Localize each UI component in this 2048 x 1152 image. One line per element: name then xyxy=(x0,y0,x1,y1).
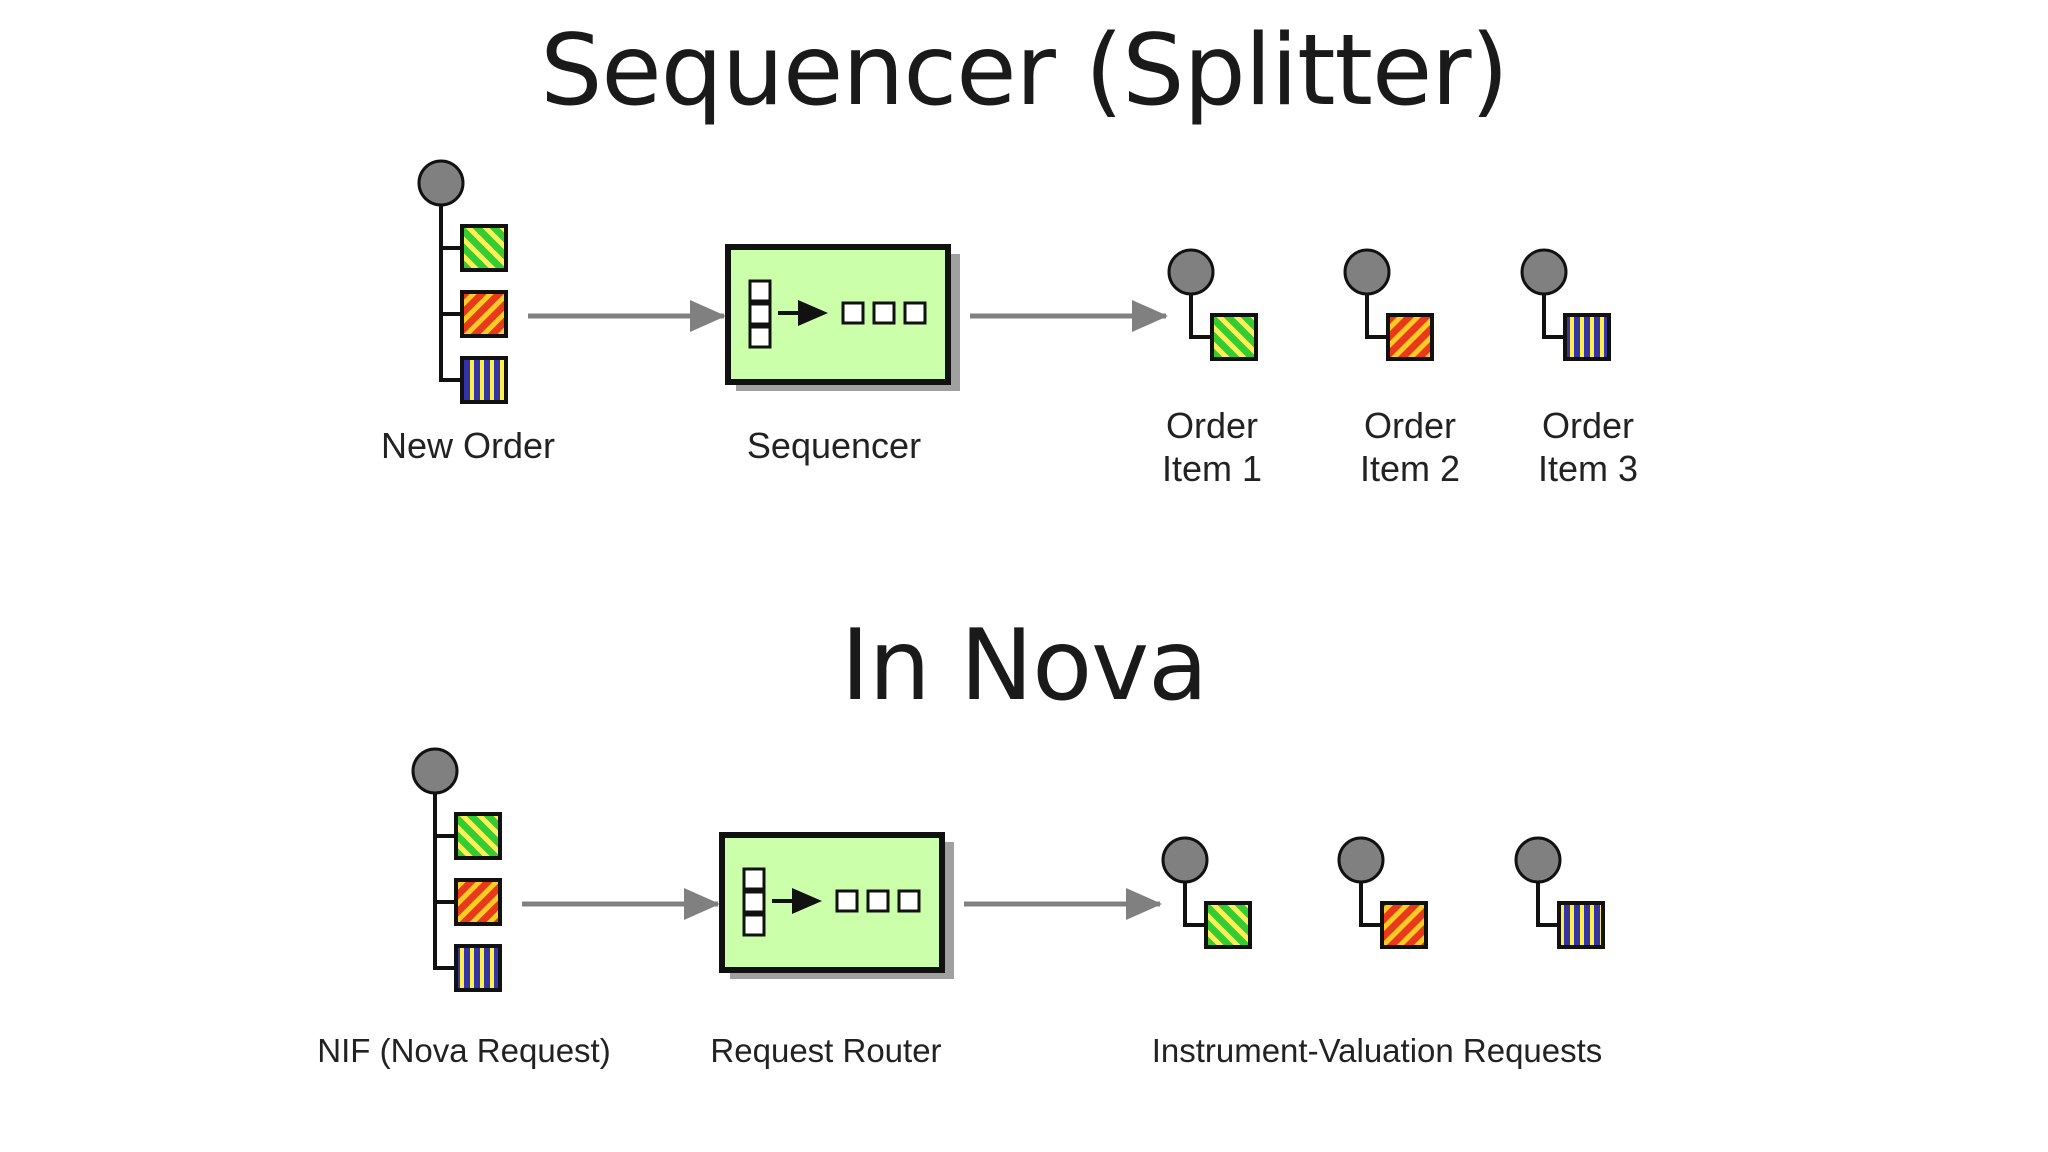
valuation-request-3-icon xyxy=(1514,836,1605,949)
order-item-3-label-line1: Order xyxy=(1542,405,1634,446)
order-item-1-icon xyxy=(1167,248,1258,361)
top-diagram: New Order Sequencer Order Item 1 xyxy=(381,159,1638,489)
bottom-diagram: NIF (Nova Request) Request Router xyxy=(317,747,1605,1069)
request-router-icon xyxy=(719,832,954,979)
order-item-2-label-line1: Order xyxy=(1364,405,1456,446)
request-router-label: Request Router xyxy=(710,1032,941,1069)
valuation-requests-label: Instrument-Valuation Requests xyxy=(1152,1032,1603,1069)
sequencer-icon xyxy=(725,244,960,391)
sequencer-label: Sequencer xyxy=(747,425,921,466)
order-item-1-label-line2: Item 1 xyxy=(1162,448,1262,489)
order-item-1-label-line1: Order xyxy=(1166,405,1258,446)
new-order-icon xyxy=(417,159,508,404)
nif-request-icon xyxy=(411,747,502,992)
order-item-2-label-line2: Item 2 xyxy=(1360,448,1460,489)
order-item-3-icon xyxy=(1520,248,1611,361)
valuation-request-2-icon xyxy=(1337,836,1428,949)
nif-request-label: NIF (Nova Request) xyxy=(317,1032,610,1069)
valuation-request-1-icon xyxy=(1161,836,1252,949)
slide-title: Sequencer (Splitter) xyxy=(540,14,1509,128)
order-item-3-label-line2: Item 3 xyxy=(1538,448,1638,489)
section-title: In Nova xyxy=(840,609,1208,723)
new-order-label: New Order xyxy=(381,425,555,466)
order-item-2-icon xyxy=(1343,248,1434,361)
